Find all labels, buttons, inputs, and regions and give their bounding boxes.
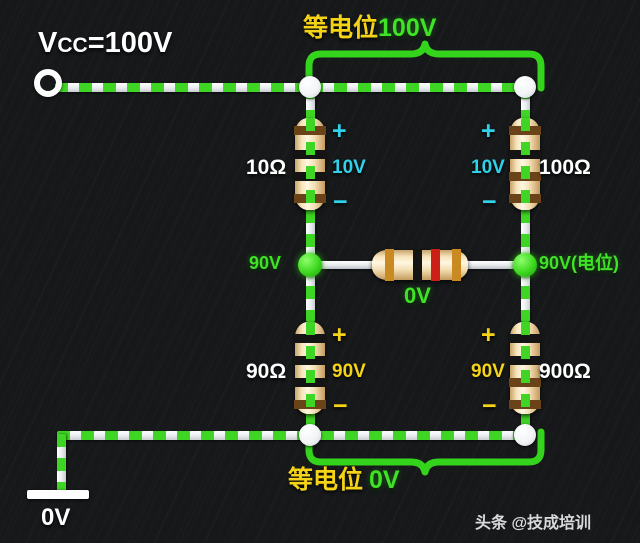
resistor-band	[431, 249, 440, 281]
equipotential-brace-top	[305, 40, 545, 92]
wire-topleft-down	[306, 86, 315, 138]
equipotential-top-text: 等电位	[303, 14, 379, 42]
wire-overlay-r2	[521, 118, 530, 210]
equipotential-brace-bottom	[305, 428, 545, 476]
wire-r2-to-midright	[521, 186, 530, 268]
ground-bar	[27, 490, 89, 499]
equipotential-bottom-value: 0V	[369, 466, 400, 494]
resistor-bottom-right-plus: +	[481, 321, 496, 349]
node-mid-right[interactable]	[513, 253, 537, 277]
wire-topright-down	[521, 86, 530, 138]
resistor-middle-body	[372, 249, 468, 281]
equipotential-top-label: 等电位100V	[303, 16, 436, 41]
wire-overlay-r3	[306, 322, 315, 414]
resistor-top-right-resistance: 100Ω	[539, 156, 591, 179]
vcc-label-v: V	[38, 27, 58, 59]
resistor-top-right-plus: +	[481, 117, 496, 145]
node-top-right[interactable]	[514, 76, 536, 98]
wire-midright-down	[521, 262, 530, 322]
wire-top-rail	[310, 83, 532, 92]
vcc-label: VCC=100V	[38, 29, 172, 58]
wire-overlay-r4	[521, 322, 530, 414]
wire-vcc-to-top-left	[55, 83, 317, 92]
wire-bottom-rail	[57, 431, 532, 440]
resistor-bottom-left-resistance: 90Ω	[246, 360, 287, 383]
resistor-band	[385, 249, 394, 281]
resistor-top-left-plus: +	[332, 117, 347, 145]
resistor-top-left-minus: −	[333, 188, 348, 216]
node-bottom-right[interactable]	[514, 424, 536, 446]
resistor-top-left-voltage: 10V	[332, 157, 366, 178]
equipotential-bottom-text: 等电位	[288, 466, 364, 494]
resistor-band	[413, 249, 422, 281]
equipotential-top-value: 100V	[378, 14, 437, 42]
vcc-label-sub: CC	[57, 34, 88, 57]
node-mid-right-label: 90V(电位)	[539, 253, 620, 273]
resistor-top-right-voltage: 10V	[471, 157, 505, 178]
node-mid-left[interactable]	[298, 253, 322, 277]
vcc-label-value: =100V	[87, 27, 173, 59]
resistor-bottom-right-minus: −	[482, 392, 497, 420]
wire-overlay-r1	[306, 118, 315, 210]
node-mid-left-label: 90V	[249, 253, 282, 273]
wire-ground-drop	[57, 434, 66, 496]
resistor-bottom-right-resistance: 900Ω	[539, 360, 591, 383]
resistor-bottom-right-voltage: 90V	[471, 361, 505, 382]
node-bottom-left[interactable]	[299, 424, 321, 446]
ground-label: 0V	[41, 504, 71, 531]
wire-r1-to-midleft	[306, 186, 315, 268]
resistor-bottom-left-voltage: 90V	[332, 361, 366, 382]
resistor-bottom-left-plus: +	[332, 321, 347, 349]
wire-mid-lead-right	[460, 261, 522, 269]
resistor-top-left-resistance: 10Ω	[246, 156, 287, 179]
vcc-terminal[interactable]	[34, 69, 62, 97]
watermark: 头条 @技成培训	[475, 515, 592, 532]
resistor-bottom-left-minus: −	[333, 392, 348, 420]
wire-midleft-down	[306, 262, 315, 322]
node-top-left[interactable]	[299, 76, 321, 98]
resistor-top-right-minus: −	[482, 188, 497, 216]
resistor-middle-voltage: 0V	[404, 283, 431, 308]
resistor-band	[452, 249, 461, 281]
wire-mid-lead-left	[314, 261, 376, 269]
